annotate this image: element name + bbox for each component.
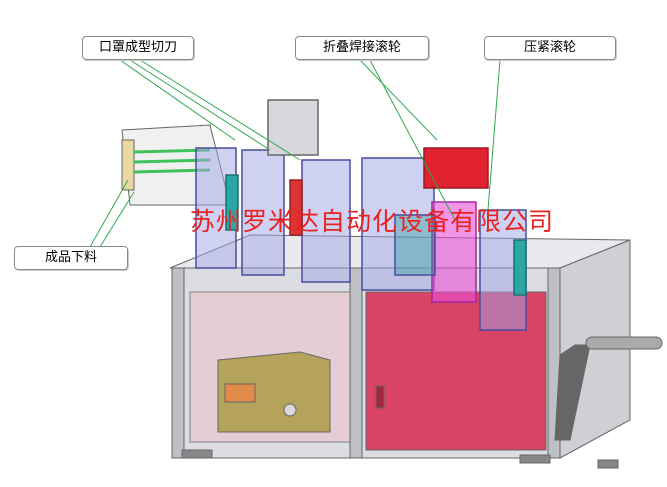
door-handle [375,385,385,409]
roller-modules [195,99,527,331]
module-frame [301,159,351,283]
leader-line [119,59,236,141]
roller [225,174,239,231]
module-frame [361,157,435,291]
conveyor-roller [121,139,135,191]
cutter-housing [267,99,319,156]
control-knob [283,403,297,417]
leader-line [99,191,135,248]
machine-foot [519,454,551,464]
callout-product-output: 成品下料 [14,246,128,270]
leader-line [129,59,271,151]
side-rod [585,336,663,350]
roller [394,214,436,276]
machine-foot [597,459,619,469]
frame-post [171,267,185,459]
machine-foot [181,449,213,459]
control-panel-display [224,383,256,403]
leader-line [487,59,501,211]
module-frame [241,149,285,276]
control-box [217,351,331,433]
leader-lines [89,59,501,248]
leader-line [139,59,301,161]
leader-line [89,179,129,248]
frame-post [349,267,363,459]
roller [513,239,527,296]
company-watermark: 苏州罗米达自动化设备有限公司 [190,207,555,236]
welding-head [423,147,489,189]
machine-frame [169,234,663,469]
leader-line [359,59,438,141]
callout-folding-welding-roller: 折叠焊接滚轮 [295,36,429,60]
callout-pressing-roller: 压紧滚轮 [484,36,616,60]
callout-cutter: 口罩成型切刀 [82,36,194,60]
side-bracket [554,344,591,441]
roller [289,179,303,236]
leader-line [369,59,456,221]
